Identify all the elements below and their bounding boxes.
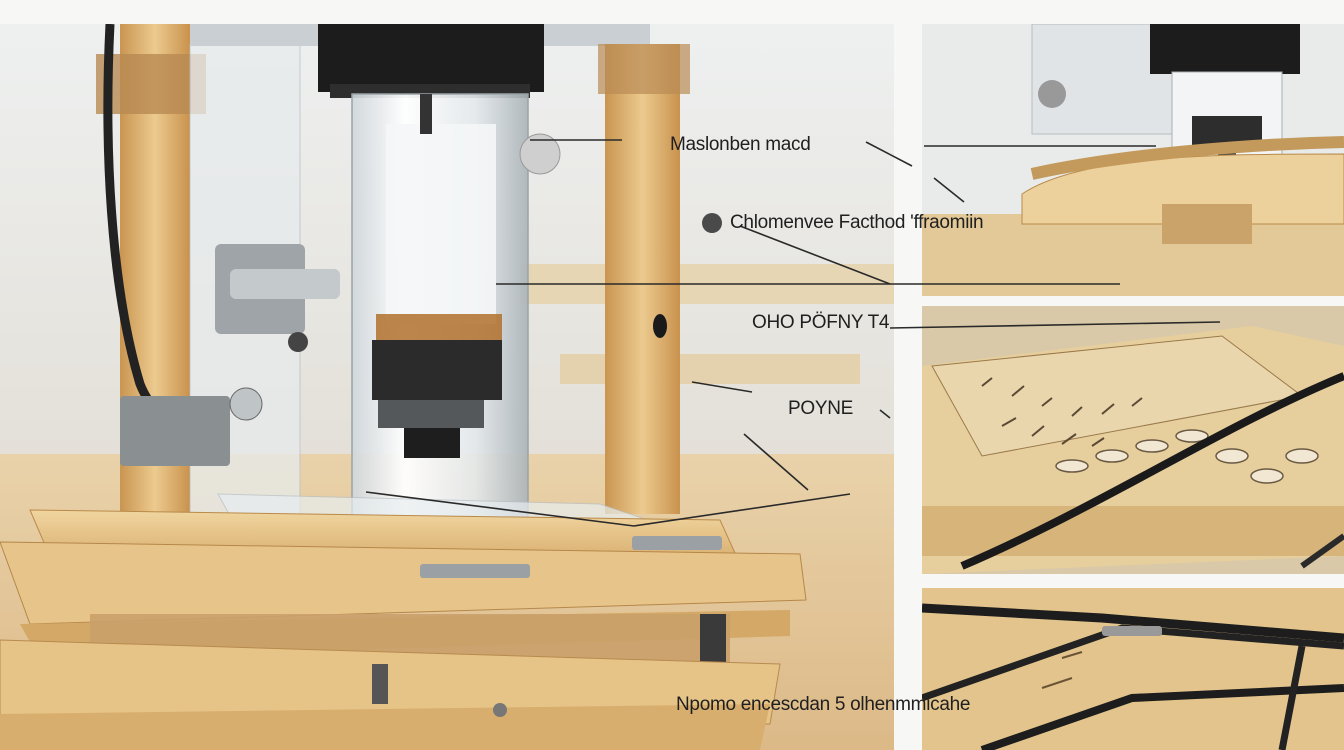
callout-label-5: Npomo encescdan 5 olhenmmicahe (676, 694, 971, 715)
knob-row (1055, 429, 1319, 484)
engraved-panel-photo (922, 306, 1344, 574)
callout-label-2: Chlomenvee Facthod 'ffraomiin (730, 212, 984, 233)
inset-photo-bottom (922, 588, 1344, 750)
main-photo-panel (0, 24, 894, 750)
callout-label-3: OHO PÖFNY T4 (752, 312, 890, 333)
wooden-cnc-machine-photo (0, 24, 894, 750)
inset-photo-top (922, 24, 1344, 296)
inset-photo-middle (922, 306, 1344, 574)
callout-label-1: Maslonben macd (670, 134, 811, 155)
engraved-marks (981, 377, 1143, 447)
spindle-closeup-photo (922, 24, 1344, 296)
frame-closeup-photo (922, 588, 1344, 750)
callout-label-4: POYNE (788, 398, 854, 419)
